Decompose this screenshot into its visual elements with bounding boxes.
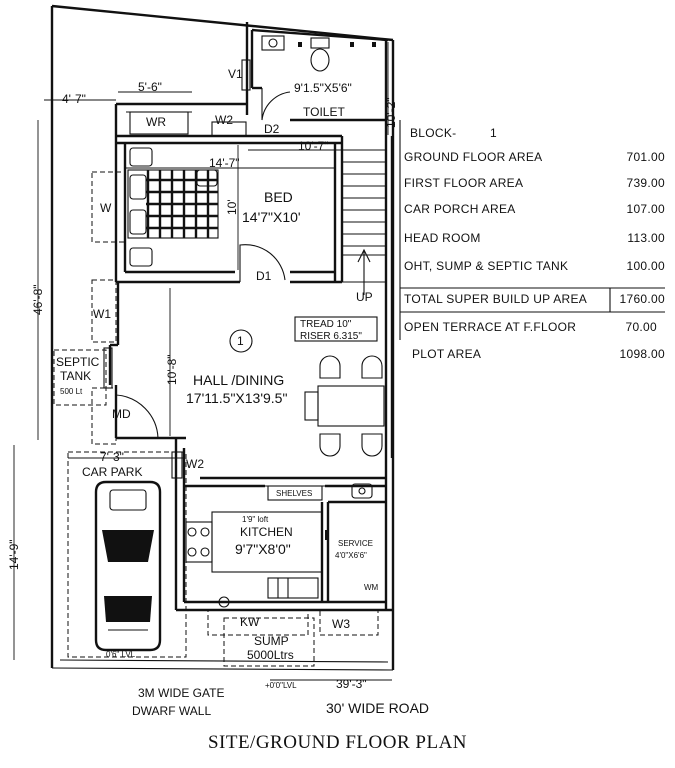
w2-car-label: W2 bbox=[186, 457, 204, 471]
dim-10-2: 10'-2" bbox=[384, 97, 398, 128]
kitchen-label: KITCHEN bbox=[240, 525, 293, 539]
riser-label: RISER 6.315" bbox=[300, 331, 362, 342]
room-labels: 9'1.5"X5'6" TOILET BED 14'7"X10' HALL /D… bbox=[56, 81, 379, 662]
area-row-value: 113.00 bbox=[627, 231, 665, 245]
dining-table bbox=[304, 355, 385, 457]
block-marker: 1 bbox=[237, 334, 244, 348]
area-row-value: 1098.00 bbox=[620, 347, 666, 361]
dim-7-3: 7'-3" bbox=[100, 450, 124, 464]
area-row-label: TOTAL SUPER BUILD UP AREA bbox=[404, 292, 587, 306]
dim-10-7: 10'-7" bbox=[298, 139, 329, 153]
wm-label: WM bbox=[364, 583, 379, 592]
kitchen-fixtures bbox=[185, 483, 373, 608]
toilet-label: TOILET bbox=[303, 105, 345, 119]
w2-top-label: W2 bbox=[215, 113, 233, 127]
opening-labels: V1 W2 D2 D1 W W1 W2 W3 bbox=[93, 67, 350, 631]
tread-label: TREAD 10" bbox=[300, 319, 352, 330]
site-labels: 3M WIDE GATE DWARF WALL 30' WIDE ROAD bbox=[132, 686, 429, 718]
sump-capacity: 5000Ltrs bbox=[247, 648, 294, 662]
area-row-value: 701.00 bbox=[626, 150, 665, 164]
d2-label: D2 bbox=[264, 122, 280, 136]
w-left-label: W bbox=[100, 201, 112, 215]
stair-up-label: UP bbox=[356, 290, 373, 304]
dim-4-7: 4'-7" bbox=[62, 92, 86, 106]
v1-label: V1 bbox=[228, 67, 243, 81]
dim-5-6: 5'-6" bbox=[138, 80, 162, 94]
area-row-label: GROUND FLOOR AREA bbox=[404, 150, 542, 164]
car-level-2: 0'6" LVL bbox=[106, 650, 136, 659]
area-row-value: 100.00 bbox=[626, 259, 665, 273]
bed-size: 14'7"X10' bbox=[242, 209, 301, 225]
dwarf-wall-label: DWARF WALL bbox=[132, 704, 211, 718]
car-icon bbox=[94, 480, 162, 652]
main-door-label: MD bbox=[112, 407, 131, 421]
kitchen-size: 9'7"X8'0" bbox=[235, 541, 291, 557]
bed-furniture bbox=[127, 147, 219, 267]
car-park-label: CAR PARK bbox=[82, 465, 142, 479]
dim-14-9: 14'-9" bbox=[7, 539, 21, 570]
area-row-label: OHT, SUMP & SEPTIC TANK bbox=[404, 259, 568, 273]
kw-label: KW bbox=[240, 615, 260, 629]
septic-tank bbox=[53, 347, 113, 406]
block-value: 1 bbox=[490, 126, 497, 140]
area-row-value: 1760.00 bbox=[620, 292, 666, 306]
shelves-label: SHELVES bbox=[276, 489, 312, 498]
wr-label: WR bbox=[146, 115, 166, 129]
area-row-label: OPEN TERRACE AT F.FLOOR bbox=[404, 320, 576, 334]
staircase bbox=[342, 149, 386, 295]
w3-label: W3 bbox=[332, 617, 350, 631]
sump bbox=[223, 617, 315, 667]
sump-label: SUMP bbox=[254, 634, 289, 648]
dimension-labels: 4'-7" 5'-6" 14'-7" 10'-7" 10' 10'-2" 46'… bbox=[7, 80, 398, 691]
road-label: 30' WIDE ROAD bbox=[326, 700, 429, 716]
bed-label: BED bbox=[264, 189, 293, 205]
area-row-label: CAR PORCH AREA bbox=[404, 202, 516, 216]
dim-14-7: 14'-7" bbox=[209, 156, 240, 170]
septic-label-1: SEPTIC bbox=[56, 355, 100, 369]
dimension-lines bbox=[13, 42, 392, 681]
septic-label-2: TANK bbox=[60, 369, 91, 383]
area-row-label: HEAD ROOM bbox=[404, 231, 481, 245]
gate-label: 3M WIDE GATE bbox=[138, 686, 224, 700]
openings bbox=[91, 59, 379, 636]
dim-10-bed: 10' bbox=[225, 199, 239, 215]
service-label: SERVICE bbox=[338, 539, 373, 548]
service-size: 4'0"X6'6" bbox=[335, 551, 367, 560]
car-level: +1'0"LVL bbox=[104, 570, 136, 579]
w1-label: W1 bbox=[93, 307, 111, 321]
dim-39-3: 39'-3" bbox=[336, 677, 367, 691]
toilet-fixtures bbox=[261, 35, 376, 72]
area-row-value: 70.00 bbox=[625, 320, 657, 334]
toilet-size: 9'1.5"X5'6" bbox=[294, 81, 352, 95]
plan-caption: SITE/GROUND FLOOR PLAN bbox=[207, 732, 468, 753]
hall-size: 17'11.5"X13'9.5" bbox=[186, 390, 287, 406]
dim-46-8: 46'-8" bbox=[31, 284, 45, 315]
d1-label: D1 bbox=[256, 269, 272, 283]
area-row-label: FIRST FLOOR AREA bbox=[404, 176, 523, 190]
area-row-value: 107.00 bbox=[626, 202, 665, 216]
area-row-value: 739.00 bbox=[626, 176, 665, 190]
septic-capacity: 500 Lt bbox=[60, 387, 83, 396]
block-label: BLOCK- bbox=[410, 126, 456, 140]
area-row-label: PLOT AREA bbox=[412, 347, 481, 361]
hall-label: HALL /DINING bbox=[193, 372, 284, 388]
dim-10-8: 10'-8" bbox=[165, 354, 179, 385]
kitchen-loft: 1'9" loft bbox=[242, 515, 269, 524]
level-zero: +0'0"LVL bbox=[265, 681, 297, 690]
